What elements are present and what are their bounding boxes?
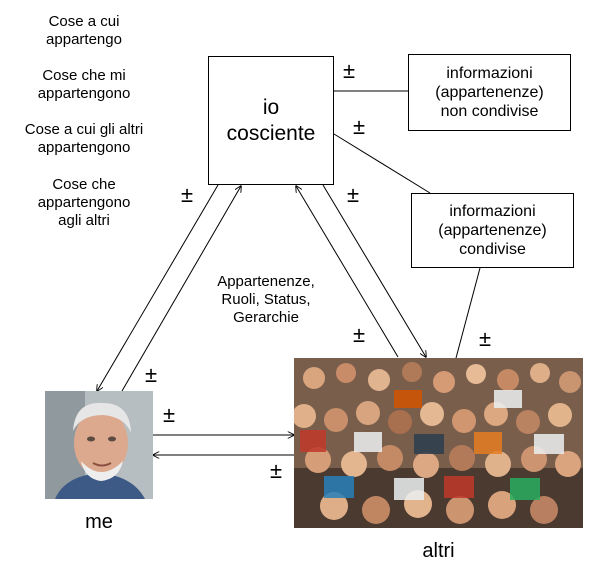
altri-caption: altri [422, 540, 455, 562]
plus-minus-above-altri-left: ± [352, 322, 366, 347]
info-non-condivise-label: informazioni (appartenenze) non condivis… [435, 65, 544, 120]
note-cose-a-cui-gli-altri-appartengono: Cose a cui gli altri appartengono [24, 121, 144, 156]
plus-minus-near-me-top: ± [144, 362, 158, 387]
info-condivise-box: informazioni (appartenenze) condivise [411, 193, 574, 268]
plus-minus-near-io-right: ± [352, 114, 366, 139]
plus-minus-near-io-top: ± [342, 58, 356, 83]
plus-minus-me-to-altri: ± [162, 402, 176, 427]
connector-info-condivise-to-altri [455, 267, 481, 359]
info-condivise-label: informazioni (appartenenze) condivise [438, 203, 547, 258]
arrow-io-to-altri [322, 184, 426, 357]
plus-minus-above-altri-right: ± [478, 326, 492, 351]
me-caption: me [85, 511, 113, 533]
io-cosciente-box: io cosciente [208, 56, 334, 185]
io-cosciente-label: io cosciente [226, 95, 316, 145]
arrow-io-to-me [97, 184, 219, 391]
center-label: Appartenenze, Ruoli, Status, Gerarchie [217, 273, 315, 326]
connector-io-to-info-condivise [333, 133, 431, 194]
arrow-altri-to-io [296, 186, 399, 358]
note-cose-che-mi-appartengono: Cose che mi appartengono [37, 67, 131, 102]
portrait-photo-icon [45, 391, 153, 499]
plus-minus-left-of-io: ± [180, 182, 194, 207]
crowd-photo-icon [294, 358, 583, 528]
info-non-condivise-box: informazioni (appartenenze) non condivis… [408, 54, 571, 131]
arrow-me-to-io [121, 186, 241, 392]
note-cose-che-appartengono-agli-altri: Cose che appartengono agli altri [37, 176, 131, 229]
note-cose-a-cui-appartengo: Cose a cui appartengo [46, 13, 122, 48]
plus-minus-altri-to-me: ± [269, 458, 283, 483]
plus-minus-right-of-io: ± [346, 182, 360, 207]
